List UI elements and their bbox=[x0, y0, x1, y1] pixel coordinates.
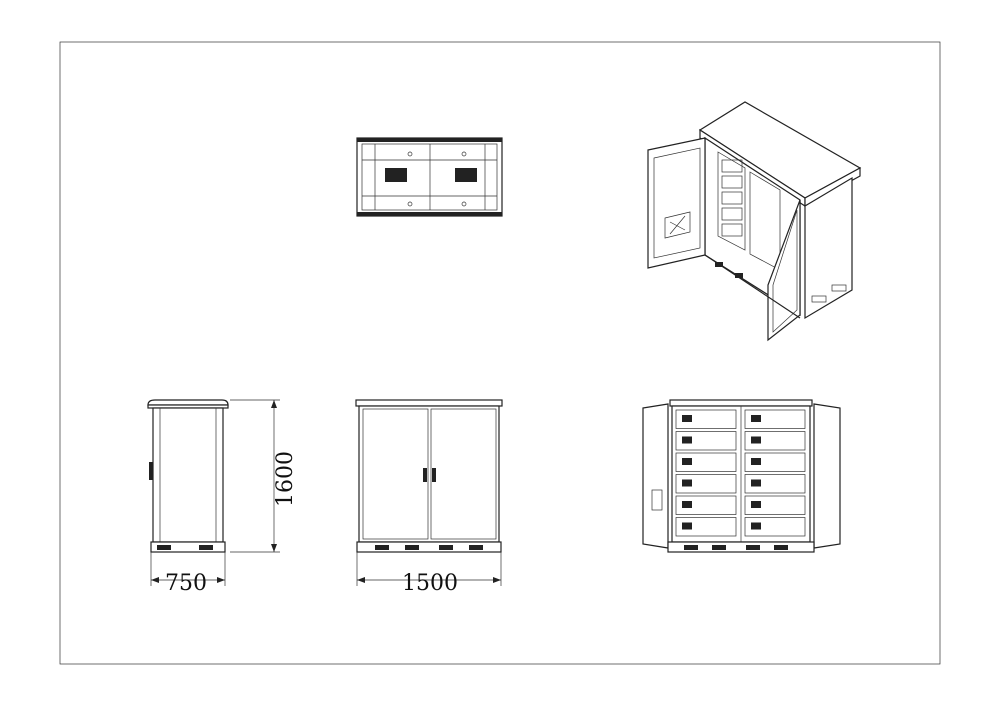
battery-module-indicator bbox=[751, 458, 761, 465]
battery-module-indicator bbox=[682, 501, 692, 508]
front-open-view bbox=[642, 399, 841, 553]
battery-module bbox=[744, 431, 806, 451]
battery-module bbox=[675, 517, 737, 537]
battery-module bbox=[744, 409, 806, 429]
front-handle-right bbox=[432, 468, 436, 482]
battery-module-indicator bbox=[682, 458, 692, 465]
battery-module-indicator bbox=[751, 436, 761, 444]
battery-module-indicator bbox=[682, 415, 692, 422]
battery-module bbox=[744, 474, 806, 494]
vent-right bbox=[455, 168, 477, 182]
battery-module bbox=[744, 517, 806, 537]
drawing-border bbox=[59, 41, 941, 665]
vent-left bbox=[385, 168, 407, 182]
battery-module bbox=[675, 495, 737, 515]
height-label: 1600 bbox=[273, 451, 298, 507]
front-handle-left bbox=[423, 468, 427, 482]
iso-battery-modules bbox=[721, 159, 743, 237]
battery-module-indicator bbox=[751, 479, 761, 487]
battery-modules-left bbox=[675, 409, 737, 537]
battery-module bbox=[744, 452, 806, 472]
depth-label: 750 bbox=[165, 571, 207, 596]
battery-module-indicator bbox=[751, 522, 761, 530]
battery-module-indicator bbox=[682, 479, 692, 487]
battery-module-indicator bbox=[751, 415, 761, 422]
battery-modules-right bbox=[744, 409, 806, 537]
front-view bbox=[355, 399, 503, 553]
battery-module-indicator bbox=[682, 522, 692, 530]
battery-module bbox=[744, 495, 806, 515]
side-view bbox=[147, 399, 229, 553]
width-label: 1500 bbox=[402, 571, 458, 596]
battery-module-indicator bbox=[751, 501, 761, 508]
battery-module-indicator bbox=[682, 436, 692, 444]
battery-module bbox=[675, 452, 737, 472]
height-dimension: 1600 bbox=[230, 399, 298, 553]
battery-module bbox=[675, 474, 737, 494]
battery-module bbox=[675, 431, 737, 451]
top-view bbox=[356, 137, 503, 217]
battery-module bbox=[675, 409, 737, 429]
depth-dimension: 750 bbox=[150, 552, 226, 596]
isometric-view bbox=[647, 101, 862, 342]
width-dimension: 1500 bbox=[356, 552, 502, 596]
